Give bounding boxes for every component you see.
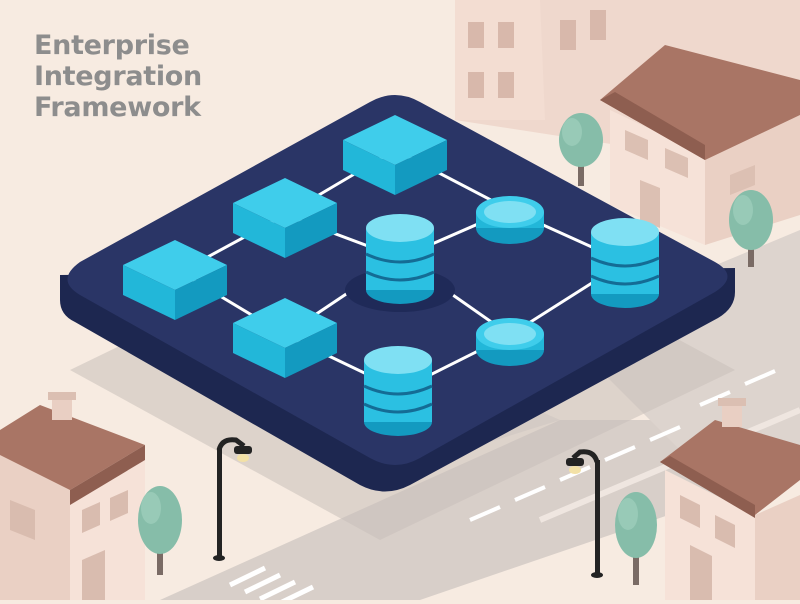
disk-node-icon — [476, 318, 544, 366]
lane-markings — [469, 369, 776, 522]
house-icon — [600, 45, 800, 245]
title-line-1: Enterprise — [34, 30, 190, 61]
tree-icon — [559, 113, 603, 186]
tree-icon — [138, 486, 182, 575]
database-cylinder-icon — [362, 344, 434, 438]
page-title: Enterprise Integration Framework — [34, 30, 202, 123]
database-cylinder-icon — [589, 216, 661, 310]
title-line-2: Integration — [34, 61, 202, 92]
disk-node-icon — [476, 196, 544, 244]
house-icon — [0, 392, 145, 600]
house-icon — [660, 398, 800, 600]
database-cylinder-icon — [345, 212, 455, 312]
road-lower — [160, 420, 800, 600]
street-lamp-icon — [213, 437, 252, 561]
tree-icon — [729, 190, 773, 267]
tree-icon — [615, 492, 657, 585]
crosswalk — [228, 565, 315, 604]
street-lamp-icon — [566, 449, 603, 578]
title-line-3: Framework — [34, 92, 201, 123]
